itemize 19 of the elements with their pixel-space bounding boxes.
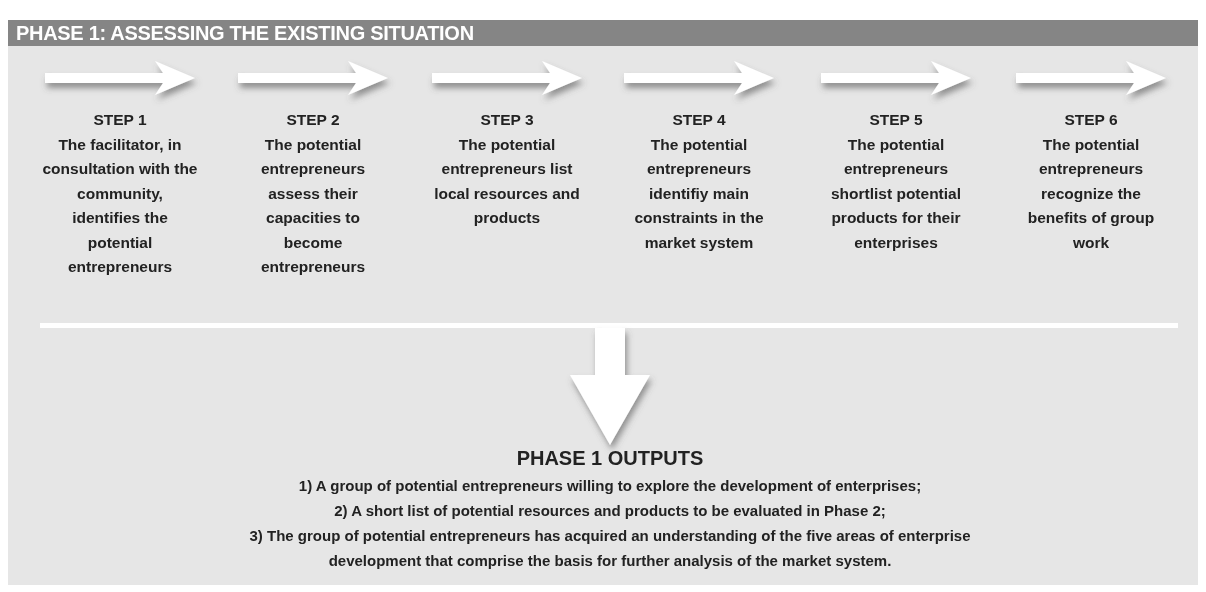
phase-panel [8,20,1198,585]
step-title: STEP 6 [1063,110,1119,130]
output-item: 1) A group of potential entrepreneurs willing to explore the development of enterprises; [298,476,922,496]
step-description: The facilitator, in consultation with the community, identifies the potential entrepreneurs [42,134,198,277]
step-description: The potential entrepreneurs shortlist potential products for their enterprises [829,134,962,253]
output-item: 2) A short list of potential resources and products to be evaluated in Phase 2; [334,501,886,521]
step-description: The potential entrepreneurs identifiy main constraints in the market system [633,134,765,253]
step-description: The potential entrepreneurs recognize the benefits of group work [1026,134,1156,253]
step-title: STEP 1 [92,110,148,130]
step-title: STEP 4 [671,110,727,130]
arrow [570,328,650,445]
step-description: The potential entrepreneurs assess their capacities to become entrepreneurs [259,134,367,277]
step-title: STEP 5 [868,110,924,130]
output-item: 3) The group of potential entrepreneurs has acquired an understanding of the five areas of enterprise development that comprise the basis for further analysis of the market system. [248,526,972,571]
outputs-heading: PHASE 1 OUTPUTS [516,446,704,471]
step-title: STEP 2 [285,110,341,130]
phase-heading: PHASE 1: ASSESSING THE EXISTING SITUATION [8,20,1198,46]
step-description: The potential entrepreneurs list local resources and products [433,134,581,228]
step-title: STEP 3 [479,110,535,130]
